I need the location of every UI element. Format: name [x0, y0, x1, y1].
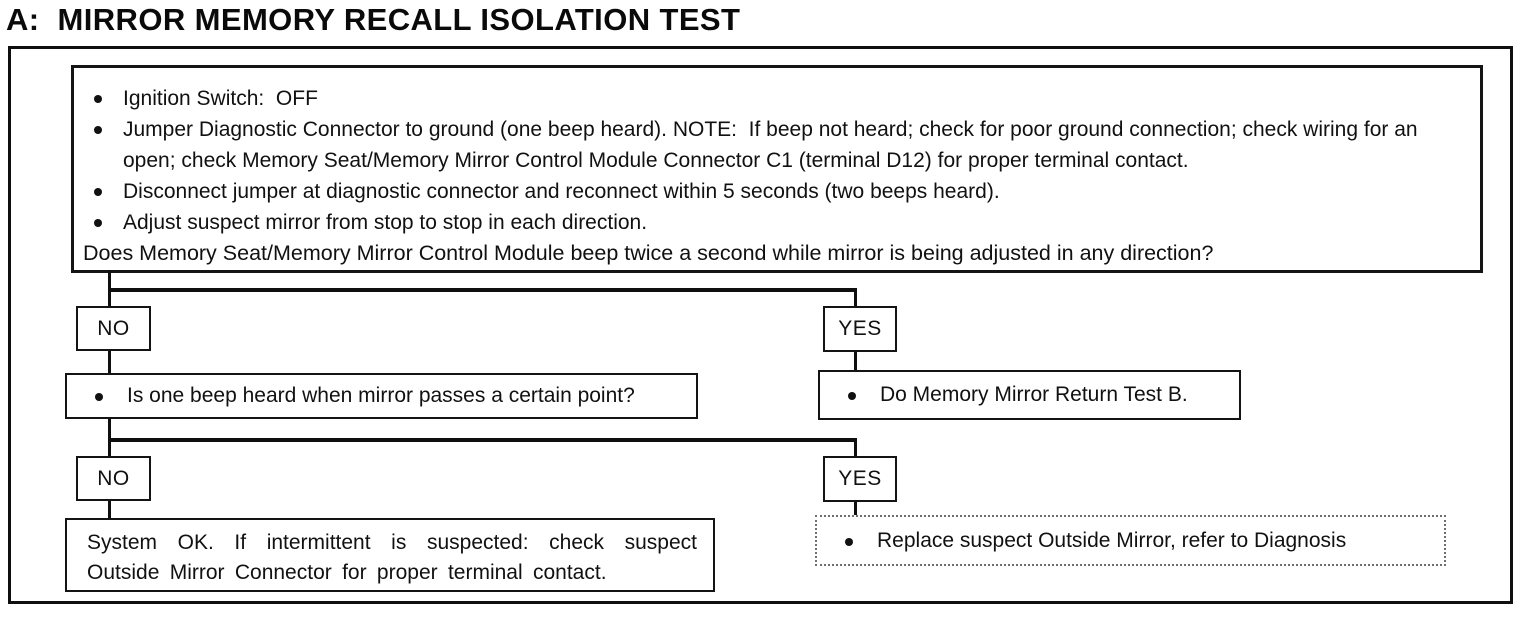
bullet-icon: [845, 537, 853, 546]
decision-yes-label: YES: [838, 467, 882, 490]
connector-line: [108, 499, 111, 521]
result-text: Is one beep heard when mirror passes a c…: [127, 384, 635, 407]
decision-yes-label: YES: [838, 317, 882, 340]
connector-line: [108, 349, 111, 373]
connector-line: [108, 290, 111, 308]
bullet-icon: [94, 126, 102, 134]
result-text: Replace suspect Outside Mirror, refer to…: [877, 528, 1347, 552]
connector-line: [108, 440, 111, 458]
setup-bullet-text: Jumper Diagnostic Connector to ground (o…: [123, 118, 1424, 172]
connector-line: [854, 440, 857, 458]
setup-bullet-row: Disconnect jumper at diagnostic connecto…: [74, 176, 1472, 207]
connector-line: [854, 500, 857, 518]
connector-line: [108, 417, 111, 441]
decision-yes-box-1: YES: [823, 306, 897, 352]
bullet-icon: [94, 219, 102, 227]
decision-no-box-1: NO: [76, 306, 151, 351]
bullet-icon: [95, 393, 103, 401]
flowchart-frame: Ignition Switch: OFF Jumper Diagnostic C…: [8, 46, 1513, 604]
connector-line: [108, 288, 857, 292]
setup-bullet-text: Ignition Switch: OFF: [123, 87, 318, 110]
setup-question: Does Memory Seat/Memory Mirror Control M…: [83, 241, 1214, 265]
result-text: Do Memory Mirror Return Test B.: [880, 383, 1188, 406]
decision-no-box-2: NO: [76, 456, 151, 501]
decision-no-label: NO: [97, 466, 130, 490]
result-box-replace-mirror: Replace suspect Outside Mirror, refer to…: [815, 515, 1446, 566]
setup-bullet-row: Jumper Diagnostic Connector to ground (o…: [74, 114, 1472, 176]
setup-instructions-box: Ignition Switch: OFF Jumper Diagnostic C…: [71, 65, 1483, 273]
result-box-return-test-b: Do Memory Mirror Return Test B.: [818, 370, 1241, 420]
bullet-icon: [94, 188, 102, 196]
decision-yes-box-2: YES: [823, 456, 897, 502]
connector-line: [108, 438, 857, 442]
setup-bullet-row: Ignition Switch: OFF: [74, 83, 1472, 114]
page-title: A: MIRROR MEMORY RECALL ISOLATION TEST: [6, 2, 741, 37]
result-box-one-beep-question: Is one beep heard when mirror passes a c…: [65, 373, 698, 419]
bullet-icon: [94, 95, 102, 103]
bullet-icon: [848, 392, 856, 400]
setup-bullet-text: Disconnect jumper at diagnostic connecto…: [123, 180, 1000, 203]
setup-bullet-text: Adjust suspect mirror from stop to stop …: [123, 211, 648, 234]
connector-line: [854, 290, 857, 308]
connector-line: [108, 270, 111, 294]
setup-bullet-row: Adjust suspect mirror from stop to stop …: [74, 207, 1472, 238]
result-box-system-ok: System OK. If intermittent is suspected:…: [65, 518, 715, 592]
connector-line: [854, 350, 857, 370]
decision-no-label: NO: [97, 316, 130, 340]
